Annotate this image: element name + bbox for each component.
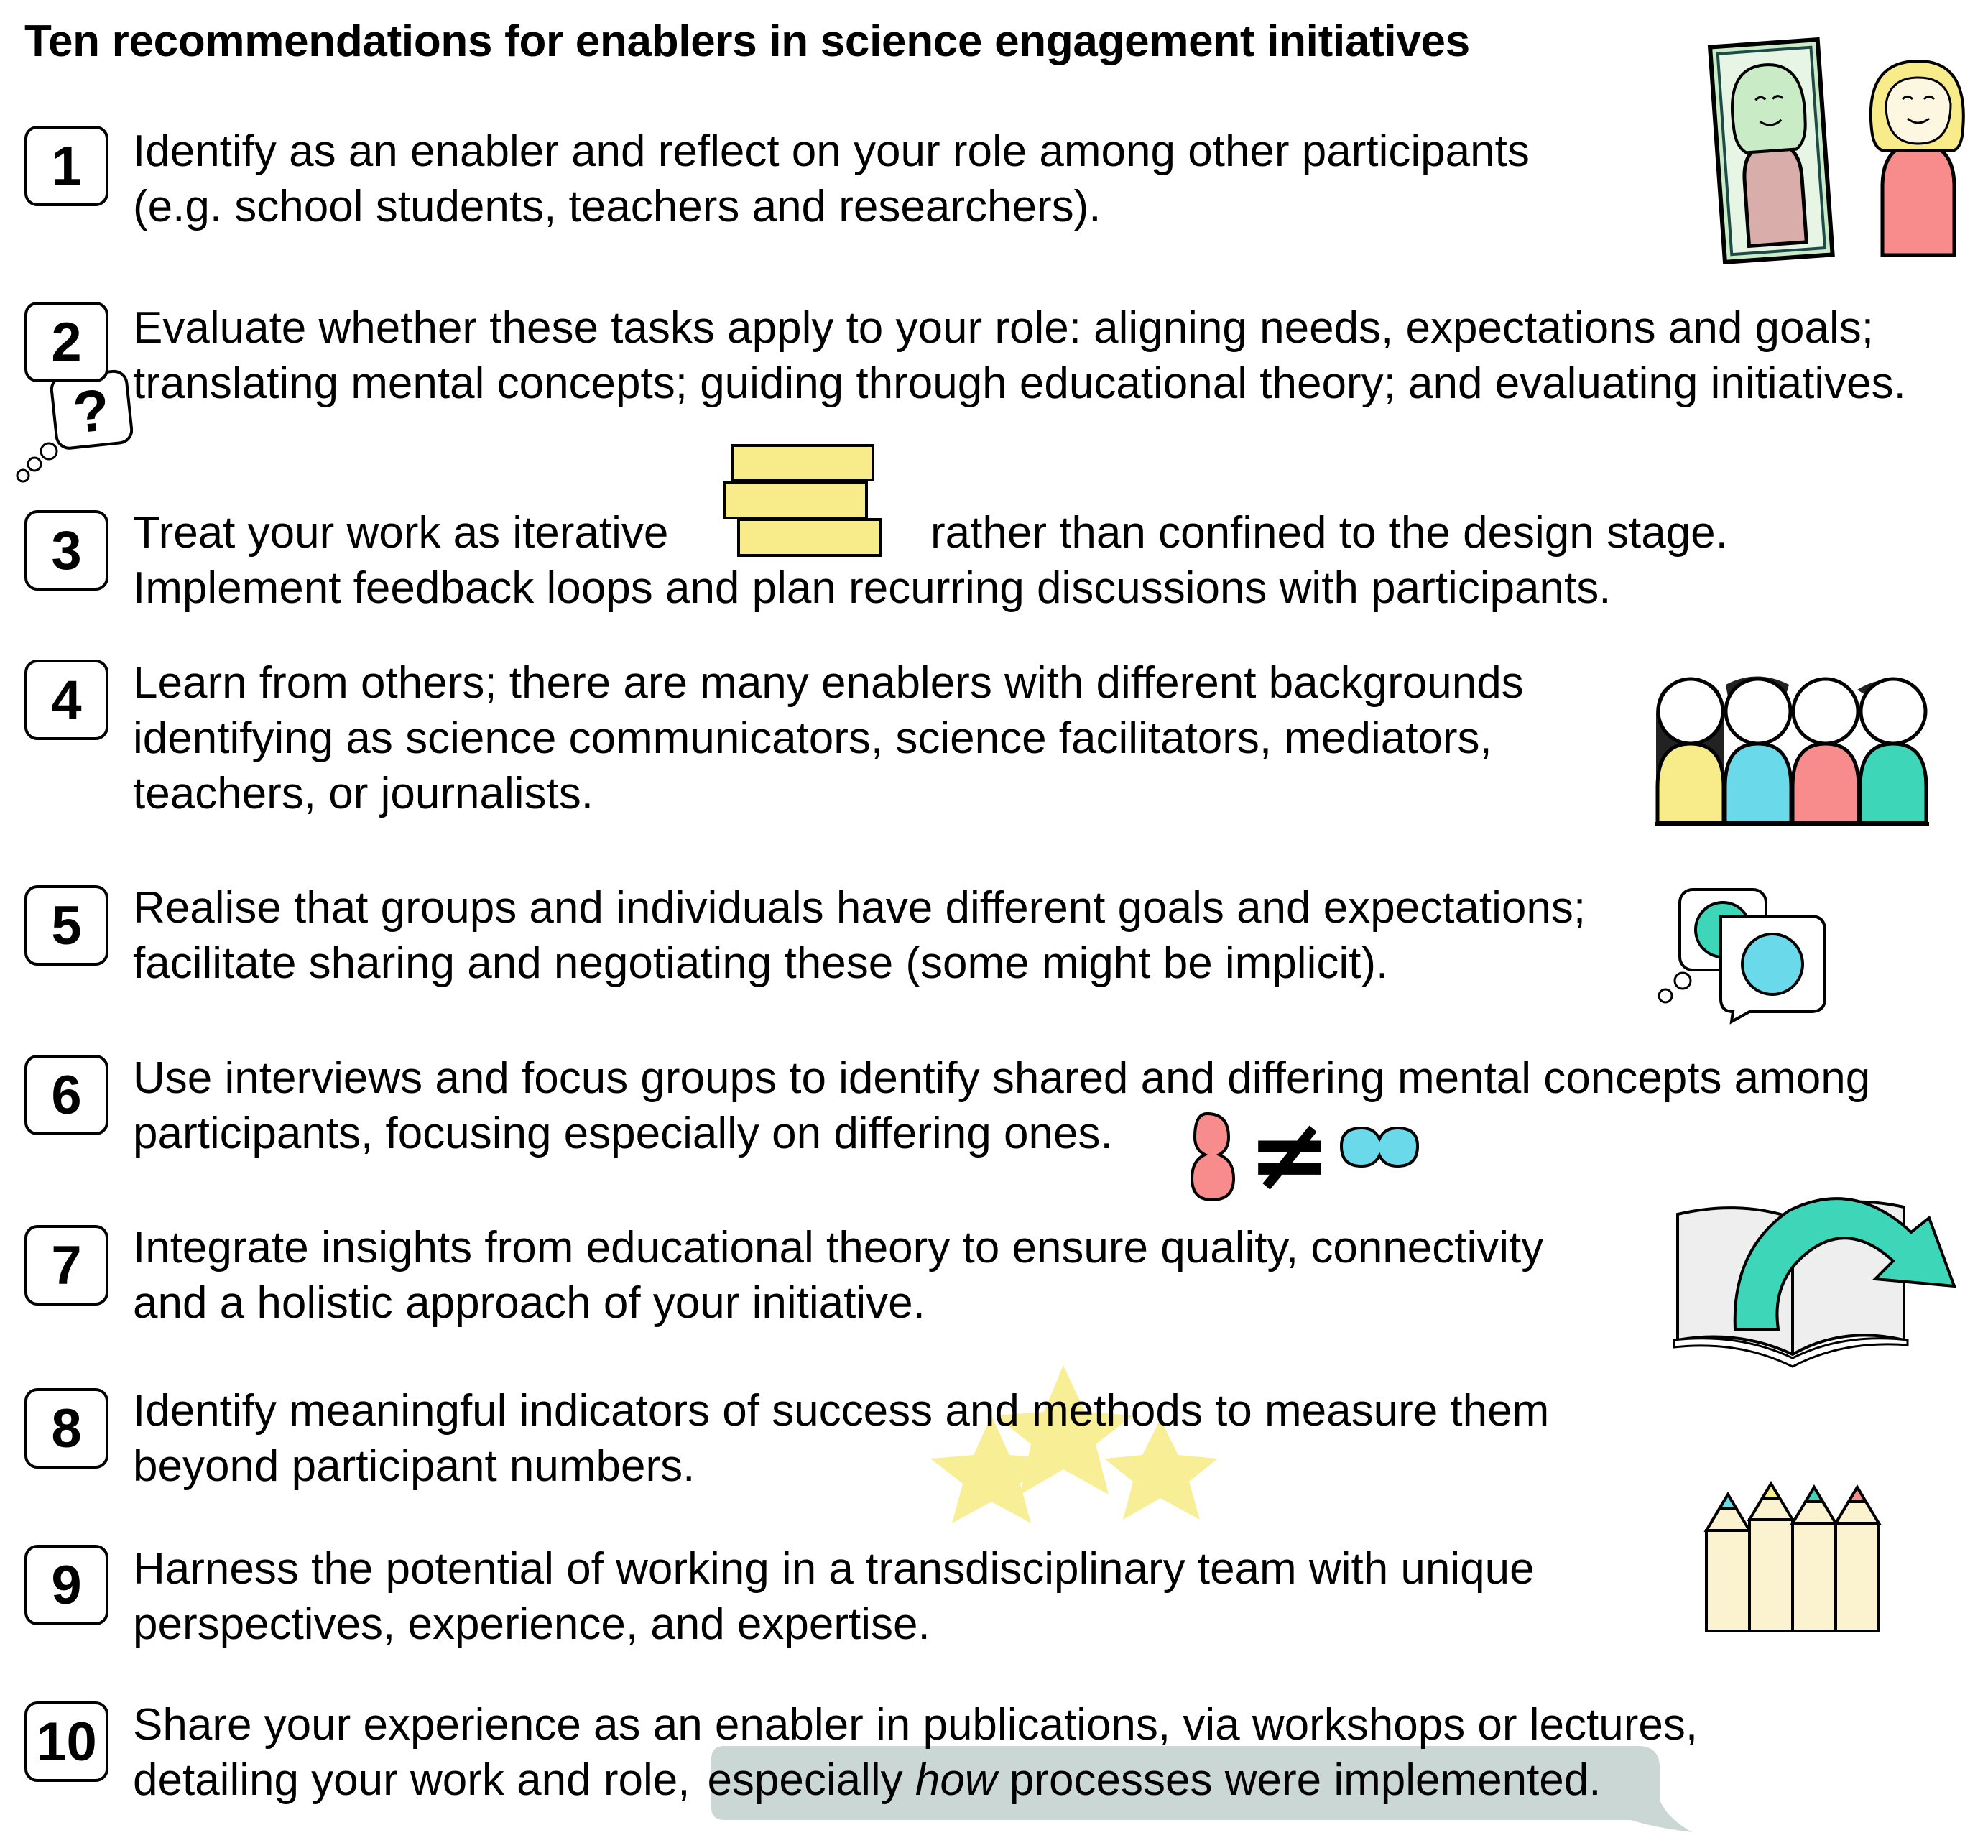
stars-icon	[930, 1365, 1218, 1523]
highlighted-phrase: especially how processes were implemente…	[707, 1755, 1601, 1805]
number-badge: 2	[24, 302, 108, 382]
person-figure	[1869, 59, 1965, 257]
number-badge: 5	[24, 885, 108, 966]
number-badge: 9	[24, 1545, 108, 1625]
mirror-person-icon	[1707, 37, 1965, 265]
recommendation-text: Identify as an enabler and reflect on yo…	[133, 126, 1530, 231]
number-badge: 1	[24, 126, 108, 206]
recommendation-text: Integrate insights from educational theo…	[133, 1223, 1544, 1328]
recommendation-text: Harness the potential of working in a tr…	[133, 1544, 1535, 1649]
recommendation-text: Realise that groups and individuals have…	[133, 883, 1586, 988]
number-badge: 3	[24, 510, 108, 591]
recommendation-text: Learn from others; there are many enable…	[133, 658, 1524, 818]
thought-bubble-question-icon: ?	[16, 369, 133, 483]
group-of-people-icon	[1655, 676, 1929, 826]
number-badge: 10	[24, 1701, 108, 1782]
open-book-arrow-icon	[1673, 1197, 1956, 1368]
page-title: Ten recommendations for enablers in scie…	[24, 17, 1470, 66]
not-equal-sign: ≠	[1247, 1110, 1331, 1203]
not-equal-concepts-icon: ≠	[1190, 1110, 1419, 1203]
question-mark: ?	[70, 377, 113, 446]
stacked-sticky-notes-icon	[723, 444, 882, 557]
speech-bubbles-icon	[1658, 888, 1826, 1025]
pencils-icon	[1703, 1481, 1882, 1632]
recommendation-text: Share your experience as an enabler in p…	[133, 1700, 1698, 1805]
number-badge: 8	[24, 1388, 108, 1469]
number-badge: 7	[24, 1225, 108, 1306]
number-badge: 4	[24, 660, 108, 740]
recommendation-text: Identify meaningful indicators of succes…	[133, 1386, 1550, 1491]
speech-highlight-icon	[711, 1746, 1692, 1832]
recommendation-text: Evaluate whether these tasks apply to yo…	[133, 303, 1906, 408]
recommendation-text: Use interviews and focus groups to ident…	[133, 1053, 1871, 1158]
number-badge: 6	[24, 1055, 108, 1135]
